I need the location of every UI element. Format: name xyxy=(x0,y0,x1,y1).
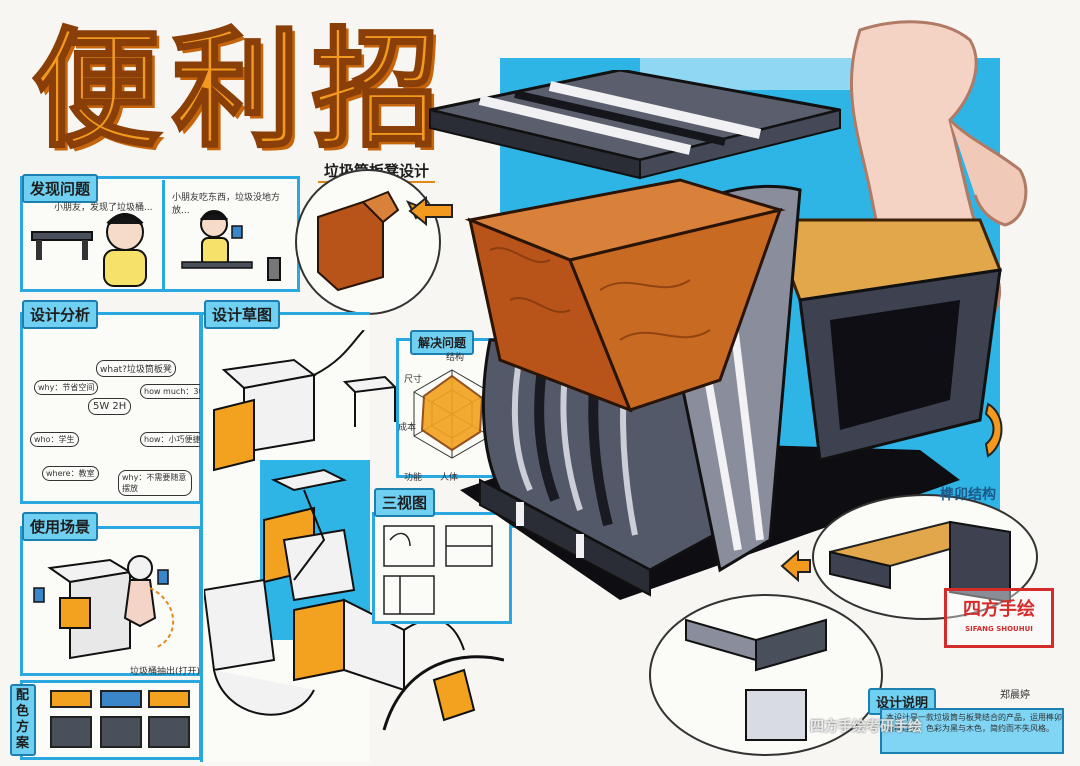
swatch-dark-2 xyxy=(100,716,142,748)
swatch-dark-3 xyxy=(148,716,190,748)
watermark: 四方手绘考研手绘 xyxy=(810,719,922,735)
analysis-node-1: what?垃圾筒板凳 xyxy=(96,360,176,377)
sketch-label: 设计草图 xyxy=(204,300,281,329)
views-panel xyxy=(372,512,512,624)
arrow-icon-top xyxy=(408,196,453,226)
analysis-node-5: who：学生 xyxy=(30,432,79,447)
swatch-orange-2 xyxy=(148,690,190,708)
analysis-node-3: why：节省空间 xyxy=(34,380,99,395)
analysis-center: 5W 2H xyxy=(88,398,132,415)
arrow-icon-joint xyxy=(780,549,811,583)
radar-label-4: 人体 xyxy=(440,473,459,483)
swatch-dark-1 xyxy=(50,716,92,748)
swatch-orange-1 xyxy=(50,690,92,708)
arrow-icon-right xyxy=(984,402,1003,458)
discover-divider xyxy=(162,180,165,290)
discover-label: 发现问题 xyxy=(22,174,99,203)
joint-label: 榫卯结构 xyxy=(940,487,996,503)
stamp-sub: SIFANG SHOUHUI xyxy=(965,625,1033,633)
sketch-small-stool xyxy=(342,375,398,427)
brand-stamp: 四方手绘 SIFANG SHOUHUI xyxy=(944,588,1054,648)
radar-label-7: 尺寸 xyxy=(404,375,423,385)
radar-label-1: 结构 xyxy=(446,353,465,363)
title-text: 便利招 xyxy=(30,15,453,165)
analysis-node-7: why：不需要随意摆放 xyxy=(118,470,192,496)
analysis-node-4: how：小巧便捷 xyxy=(140,432,205,447)
joint-detail-circle-2 xyxy=(649,594,883,756)
discover-note-right: 小朋友吃东西，垃圾没地方放... xyxy=(172,193,281,216)
scene-label: 使用场景 xyxy=(22,512,99,541)
kid-sitting-illustration xyxy=(31,213,147,287)
analysis-node-6: where：教室 xyxy=(42,466,99,481)
discover-note-left: 小朋友，发现了垃圾桶... xyxy=(54,203,153,213)
analysis-panel xyxy=(20,312,202,504)
radar-label-6: 成本 xyxy=(398,423,417,433)
scene-note: 垃圾桶抽出(打开) xyxy=(130,667,201,677)
explain-box xyxy=(880,708,1064,754)
main-product-render xyxy=(429,70,1003,600)
views-label: 三视图 xyxy=(374,488,436,517)
signature: 郑晨婷 xyxy=(1000,690,1030,701)
radar-label-5: 功能 xyxy=(404,473,423,483)
swatch-blue xyxy=(100,690,142,708)
solve-label: 解决问题 xyxy=(410,330,475,355)
stamp-title: 四方手绘 xyxy=(963,599,1035,620)
palette-label: 配色方案 xyxy=(10,684,36,756)
explain-text: 本设计是一款垃圾筒与板凳结合的产品，运用榫卯结构连接，色彩为黑与木色，简约而不失… xyxy=(886,713,1062,733)
three-view-drawing xyxy=(383,525,493,615)
kid-with-trash-illustration xyxy=(181,210,281,281)
scene-illustration xyxy=(33,555,175,660)
analysis-label: 设计分析 xyxy=(22,300,99,329)
